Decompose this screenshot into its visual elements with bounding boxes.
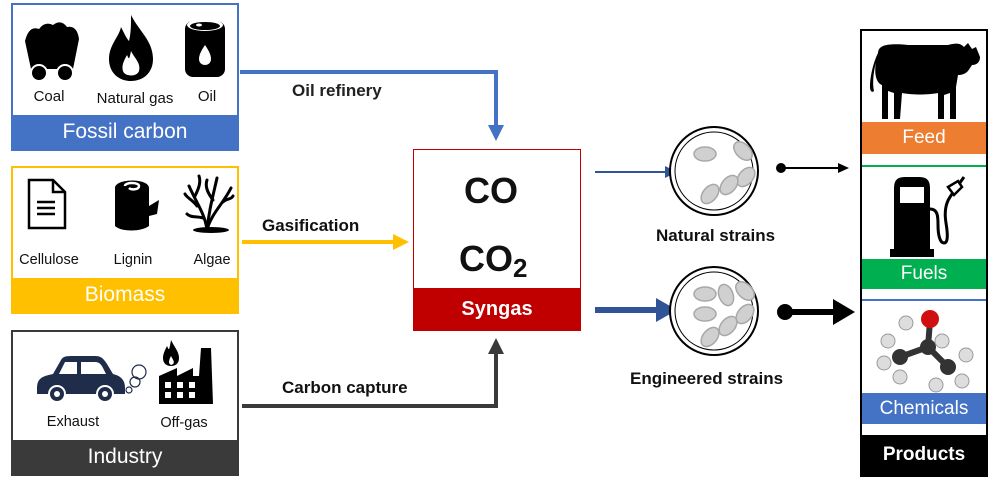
hydrogen-atom	[892, 369, 908, 385]
source-label-algae: Algae	[193, 252, 231, 268]
natural-strains-label: Natural strains	[656, 226, 776, 245]
engineered-strains-dish	[669, 266, 759, 356]
car-exhaust-icon	[37, 356, 147, 403]
factory-icon	[159, 340, 213, 404]
co2-formula: CO2	[459, 238, 527, 284]
carbon-atom	[940, 359, 956, 375]
cell	[735, 281, 755, 301]
cell	[700, 326, 720, 348]
oil-barrel-icon	[185, 19, 225, 77]
feed-label: Feed	[862, 122, 986, 154]
cell	[733, 141, 753, 161]
co2-subscript: 2	[513, 253, 528, 283]
hydrogen-atom	[928, 377, 944, 393]
fuels-divider	[862, 299, 986, 301]
industry-title: Industry	[13, 440, 237, 474]
source-label-exhaust: Exhaust	[46, 414, 100, 430]
molecule-icon	[876, 310, 974, 393]
source-label-cellulose: Cellulose	[19, 252, 79, 268]
biomass-box: Cellulose Lignin Algae Biomass	[11, 166, 239, 314]
carbon-atom	[892, 349, 908, 365]
industry-box: Exhaust Off-gas Industry	[11, 330, 239, 476]
carbon-capture-arrowhead	[488, 338, 504, 354]
source-label-off-gas: Off-gas	[160, 415, 208, 431]
carbon-atom	[920, 339, 936, 355]
oil-refinery-arrowhead	[488, 125, 504, 141]
source-label-oil: Oil	[197, 88, 217, 105]
cell	[718, 315, 738, 337]
log-icon	[115, 180, 159, 231]
source-label-natural-gas: Natural gas	[96, 90, 174, 107]
natural-strains-dish	[669, 126, 759, 216]
cell	[693, 306, 717, 322]
source-label-coal: Coal	[33, 88, 65, 105]
carbon-capture-label: Carbon capture	[282, 378, 408, 397]
biomass-title: Biomass	[13, 278, 237, 312]
hydrogen-atom	[880, 333, 896, 349]
cell	[717, 283, 735, 307]
cow-icon	[870, 43, 980, 119]
engineered-input-arrowhead	[656, 298, 677, 322]
co2-base: CO	[459, 238, 513, 279]
gasification-arrowhead	[393, 234, 409, 250]
engineered-output-arrowhead	[833, 299, 855, 325]
hydrogen-atom	[958, 347, 974, 363]
products-column: Feed Fuels Chemicals Products	[860, 29, 988, 477]
oxygen-atom	[921, 310, 939, 328]
document-icon	[27, 178, 67, 230]
carbon-capture-arrow	[242, 352, 498, 408]
cell	[735, 303, 755, 325]
cell	[693, 286, 717, 302]
syngas-box: CO CO2 Syngas	[413, 149, 581, 331]
fuels-label: Fuels	[862, 259, 986, 289]
co-formula: CO	[464, 170, 518, 211]
oil-refinery-label: Oil refinery	[292, 81, 382, 100]
cell	[693, 146, 717, 162]
algae-icon	[183, 174, 235, 233]
chemicals-label: Chemicals	[862, 393, 986, 424]
oil-refinery-arrow	[240, 70, 498, 128]
hydrogen-atom	[934, 333, 950, 349]
coal-cart-icon	[25, 22, 79, 82]
engineered-strains-label: Engineered strains	[630, 369, 784, 388]
gasification-label: Gasification	[262, 216, 360, 235]
fossil-carbon-box: Coal Natural gas Oil Fossil carbon	[11, 3, 239, 151]
hydrogen-atom	[898, 315, 914, 331]
products-title: Products	[862, 435, 986, 475]
natural-output-arrowhead	[838, 163, 849, 173]
cell	[719, 174, 739, 196]
source-label-lignin: Lignin	[113, 252, 153, 268]
fuel-pump-icon	[890, 176, 966, 257]
hydrogen-atom	[954, 373, 970, 389]
hydrogen-atom	[876, 355, 892, 371]
cell	[736, 166, 756, 188]
syngas-title: Syngas	[414, 288, 580, 330]
cell	[700, 183, 720, 205]
feed-divider	[862, 165, 986, 167]
fossil-carbon-title: Fossil carbon	[13, 115, 237, 149]
flame-icon	[109, 15, 153, 81]
